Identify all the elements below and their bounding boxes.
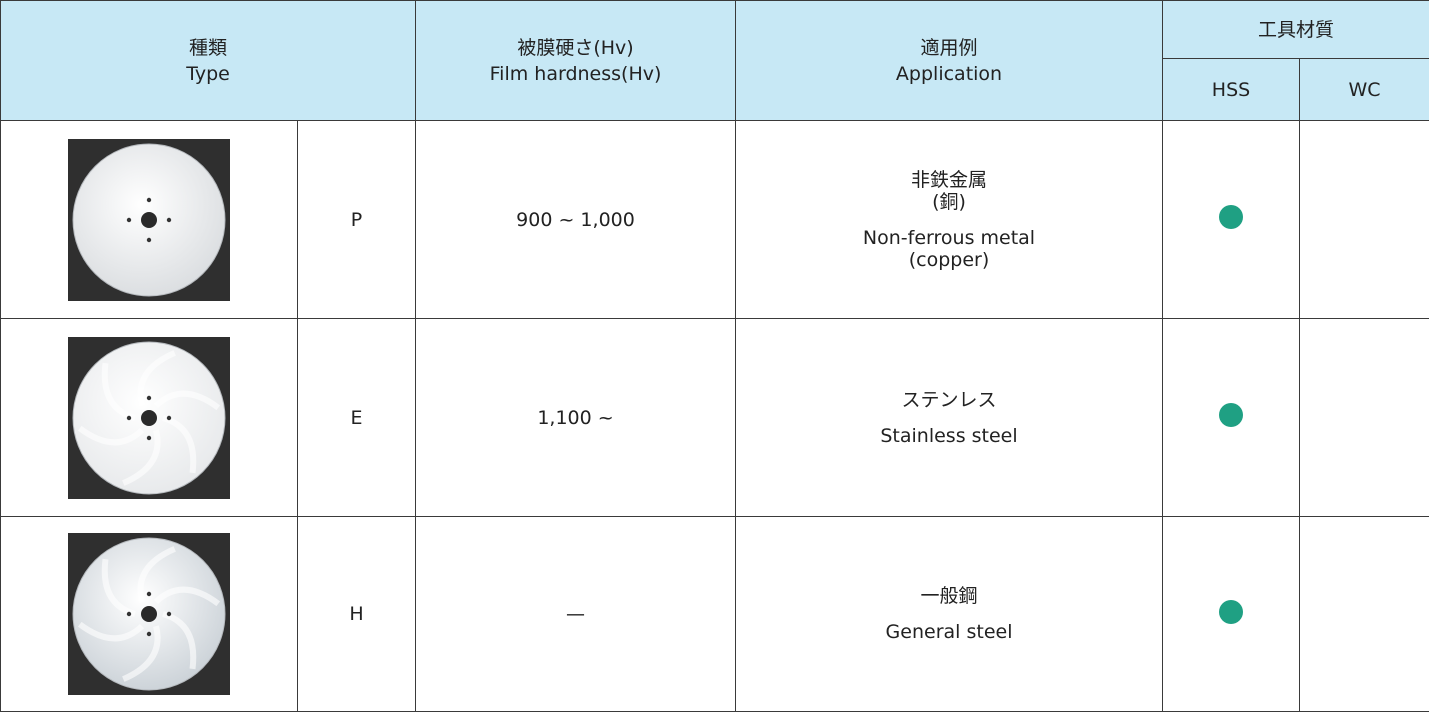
header-hss: HSS (1163, 59, 1300, 121)
applicable-dot-icon (1219, 205, 1243, 229)
wc-cell (1300, 121, 1429, 319)
application-en: General steel (736, 621, 1162, 643)
type-image-cell (1, 319, 298, 517)
header-hardness: 被膜硬さ(Hv) Film hardness(Hv) (416, 1, 736, 121)
header-hardness-ja: 被膜硬さ(Hv) (416, 35, 735, 61)
hss-cell (1163, 121, 1300, 319)
type-image-cell (1, 121, 298, 319)
header-tool-material: 工具材質 (1163, 1, 1429, 59)
application-en: Non-ferrous metal (736, 227, 1162, 249)
header-type: 種類 Type (1, 1, 416, 121)
header-application-ja: 適用例 (736, 35, 1162, 61)
application-ja: 一般鋼 (736, 585, 1162, 607)
applicable-dot-icon (1219, 403, 1243, 427)
application-ja: 非鉄金属 (736, 169, 1162, 191)
wc-cell (1300, 517, 1429, 712)
header-type-ja: 種類 (1, 35, 415, 61)
header-application: 適用例 Application (736, 1, 1163, 121)
hardness-value: — (416, 517, 736, 712)
hardness-value: 900 ~ 1,000 (416, 121, 736, 319)
table-row: E 1,100 ~ ステンレス Stainless steel (1, 319, 1429, 517)
wc-cell (1300, 319, 1429, 517)
header-hardness-en: Film hardness(Hv) (416, 61, 735, 87)
header-type-en: Type (1, 61, 415, 87)
hss-cell (1163, 517, 1300, 712)
application-ja-sub: (銅) (736, 191, 1162, 213)
hss-cell (1163, 319, 1300, 517)
circular-saw-blade-icon (68, 337, 230, 499)
type-code: P (298, 121, 416, 319)
application-en-sub: (copper) (736, 249, 1162, 271)
application-cell: 非鉄金属 (銅) Non-ferrous metal (copper) (736, 121, 1163, 319)
table-row: P 900 ~ 1,000 非鉄金属 (銅) Non-ferrous metal… (1, 121, 1429, 319)
type-image-cell (1, 517, 298, 712)
table-row: H — 一般鋼 General steel (1, 517, 1429, 712)
type-code: H (298, 517, 416, 712)
applicable-dot-icon (1219, 600, 1243, 624)
application-cell: 一般鋼 General steel (736, 517, 1163, 712)
header-application-en: Application (736, 61, 1162, 87)
type-code: E (298, 319, 416, 517)
hardness-value: 1,100 ~ (416, 319, 736, 517)
header-wc: WC (1300, 59, 1429, 121)
application-ja: ステンレス (736, 389, 1162, 411)
circular-saw-blade-icon (68, 139, 230, 301)
application-en: Stainless steel (736, 425, 1162, 447)
application-cell: ステンレス Stainless steel (736, 319, 1163, 517)
circular-saw-blade-icon (68, 533, 230, 695)
